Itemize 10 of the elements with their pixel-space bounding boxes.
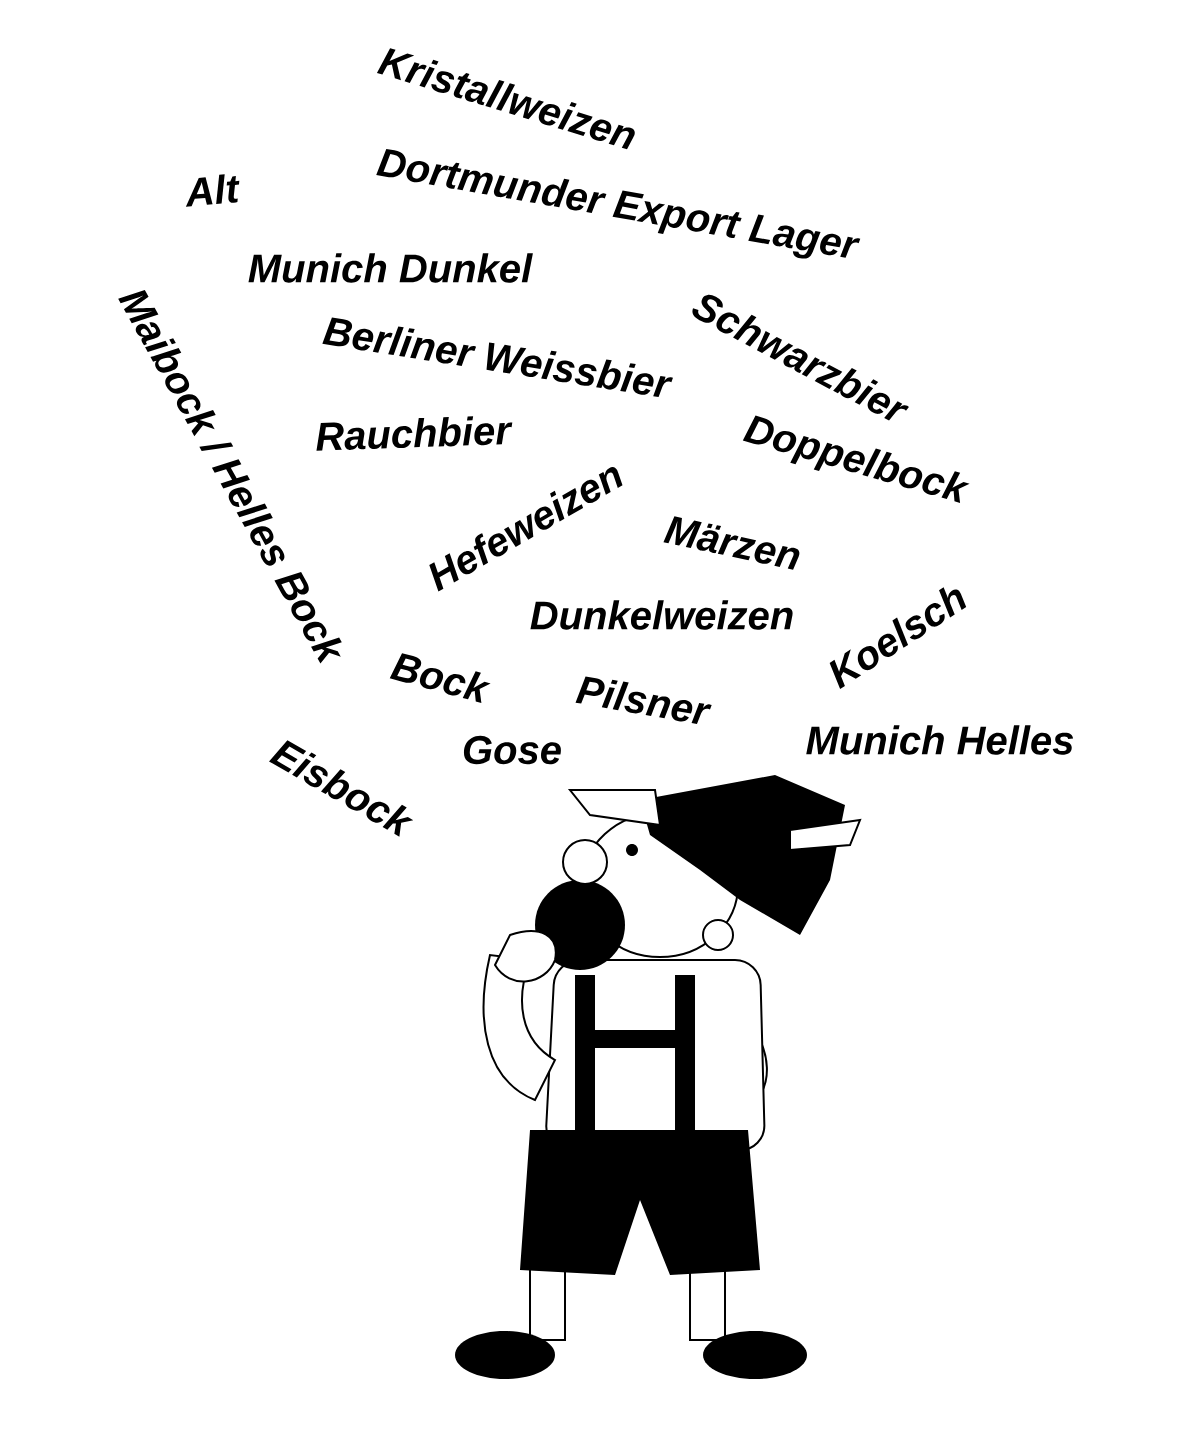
word-label: Munich Helles (806, 725, 1074, 755)
word-label: Gose (463, 735, 561, 765)
word-label: Alt (185, 174, 240, 207)
word-label: Berliner Weissbier (322, 317, 673, 398)
word-label: Märzen (663, 516, 800, 570)
word-label: Rauchbier (316, 416, 513, 451)
word-label: Dunkelweizen (530, 600, 793, 630)
word-label: Bock (389, 653, 491, 703)
word-label: Munich Dunkel (248, 253, 533, 283)
word-label: Pilsner (575, 676, 712, 725)
